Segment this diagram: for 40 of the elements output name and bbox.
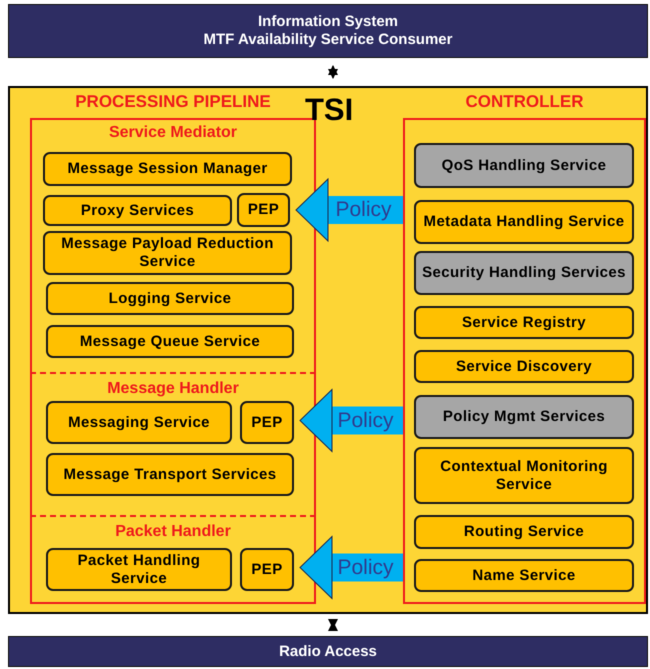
edge-label: Policy xyxy=(337,556,394,580)
service-box: PEP xyxy=(240,401,294,444)
service-box: Service Discovery xyxy=(414,350,634,383)
block-arrow xyxy=(296,178,403,242)
section-title: Message Handler xyxy=(106,380,240,398)
service-box: Security Handling Services xyxy=(414,251,634,295)
band-label: MTF Availability Service Consumer xyxy=(204,31,452,49)
service-box: Logging Service xyxy=(46,282,294,315)
group-heading: CONTROLLER xyxy=(464,92,585,112)
section-title: Packet Handler xyxy=(114,523,232,541)
service-box: Name Service xyxy=(414,559,634,592)
service-box: Contextual Monitoring Service xyxy=(414,447,634,504)
block-arrow xyxy=(300,389,403,452)
service-box: Service Registry xyxy=(414,306,634,339)
system-band xyxy=(8,4,648,58)
service-box: Proxy Services xyxy=(43,195,232,226)
tsi-panel xyxy=(8,86,648,614)
service-box: Message Queue Service xyxy=(46,325,294,358)
service-box: Messaging Service xyxy=(46,401,232,444)
service-box: PEP xyxy=(237,193,290,227)
double-arrow xyxy=(328,65,338,79)
band-label: Information System xyxy=(258,13,398,31)
band-label: Radio Access xyxy=(279,642,377,660)
double-arrow xyxy=(328,619,338,631)
edge-label: Policy xyxy=(335,198,392,222)
service-box: Metadata Handling Service xyxy=(414,200,634,244)
service-box: Message Transport Services xyxy=(46,453,294,496)
group-heading: PROCESSING PIPELINE xyxy=(74,92,272,112)
service-box: Policy Mgmt Services xyxy=(414,395,634,439)
system-band xyxy=(8,636,648,667)
panel-title: TSI xyxy=(305,92,354,128)
section-title: Service Mediator xyxy=(108,124,238,142)
service-box: QoS Handling Service xyxy=(414,143,634,188)
edge-label: Policy xyxy=(337,408,394,432)
service-box: Packet Handling Service xyxy=(46,548,232,591)
service-box: PEP xyxy=(240,548,294,591)
service-box: Message Session Manager xyxy=(43,152,292,186)
service-box: Message Payload Reduction Service xyxy=(43,231,292,275)
block-arrow xyxy=(300,536,403,599)
service-box: Routing Service xyxy=(414,515,634,549)
